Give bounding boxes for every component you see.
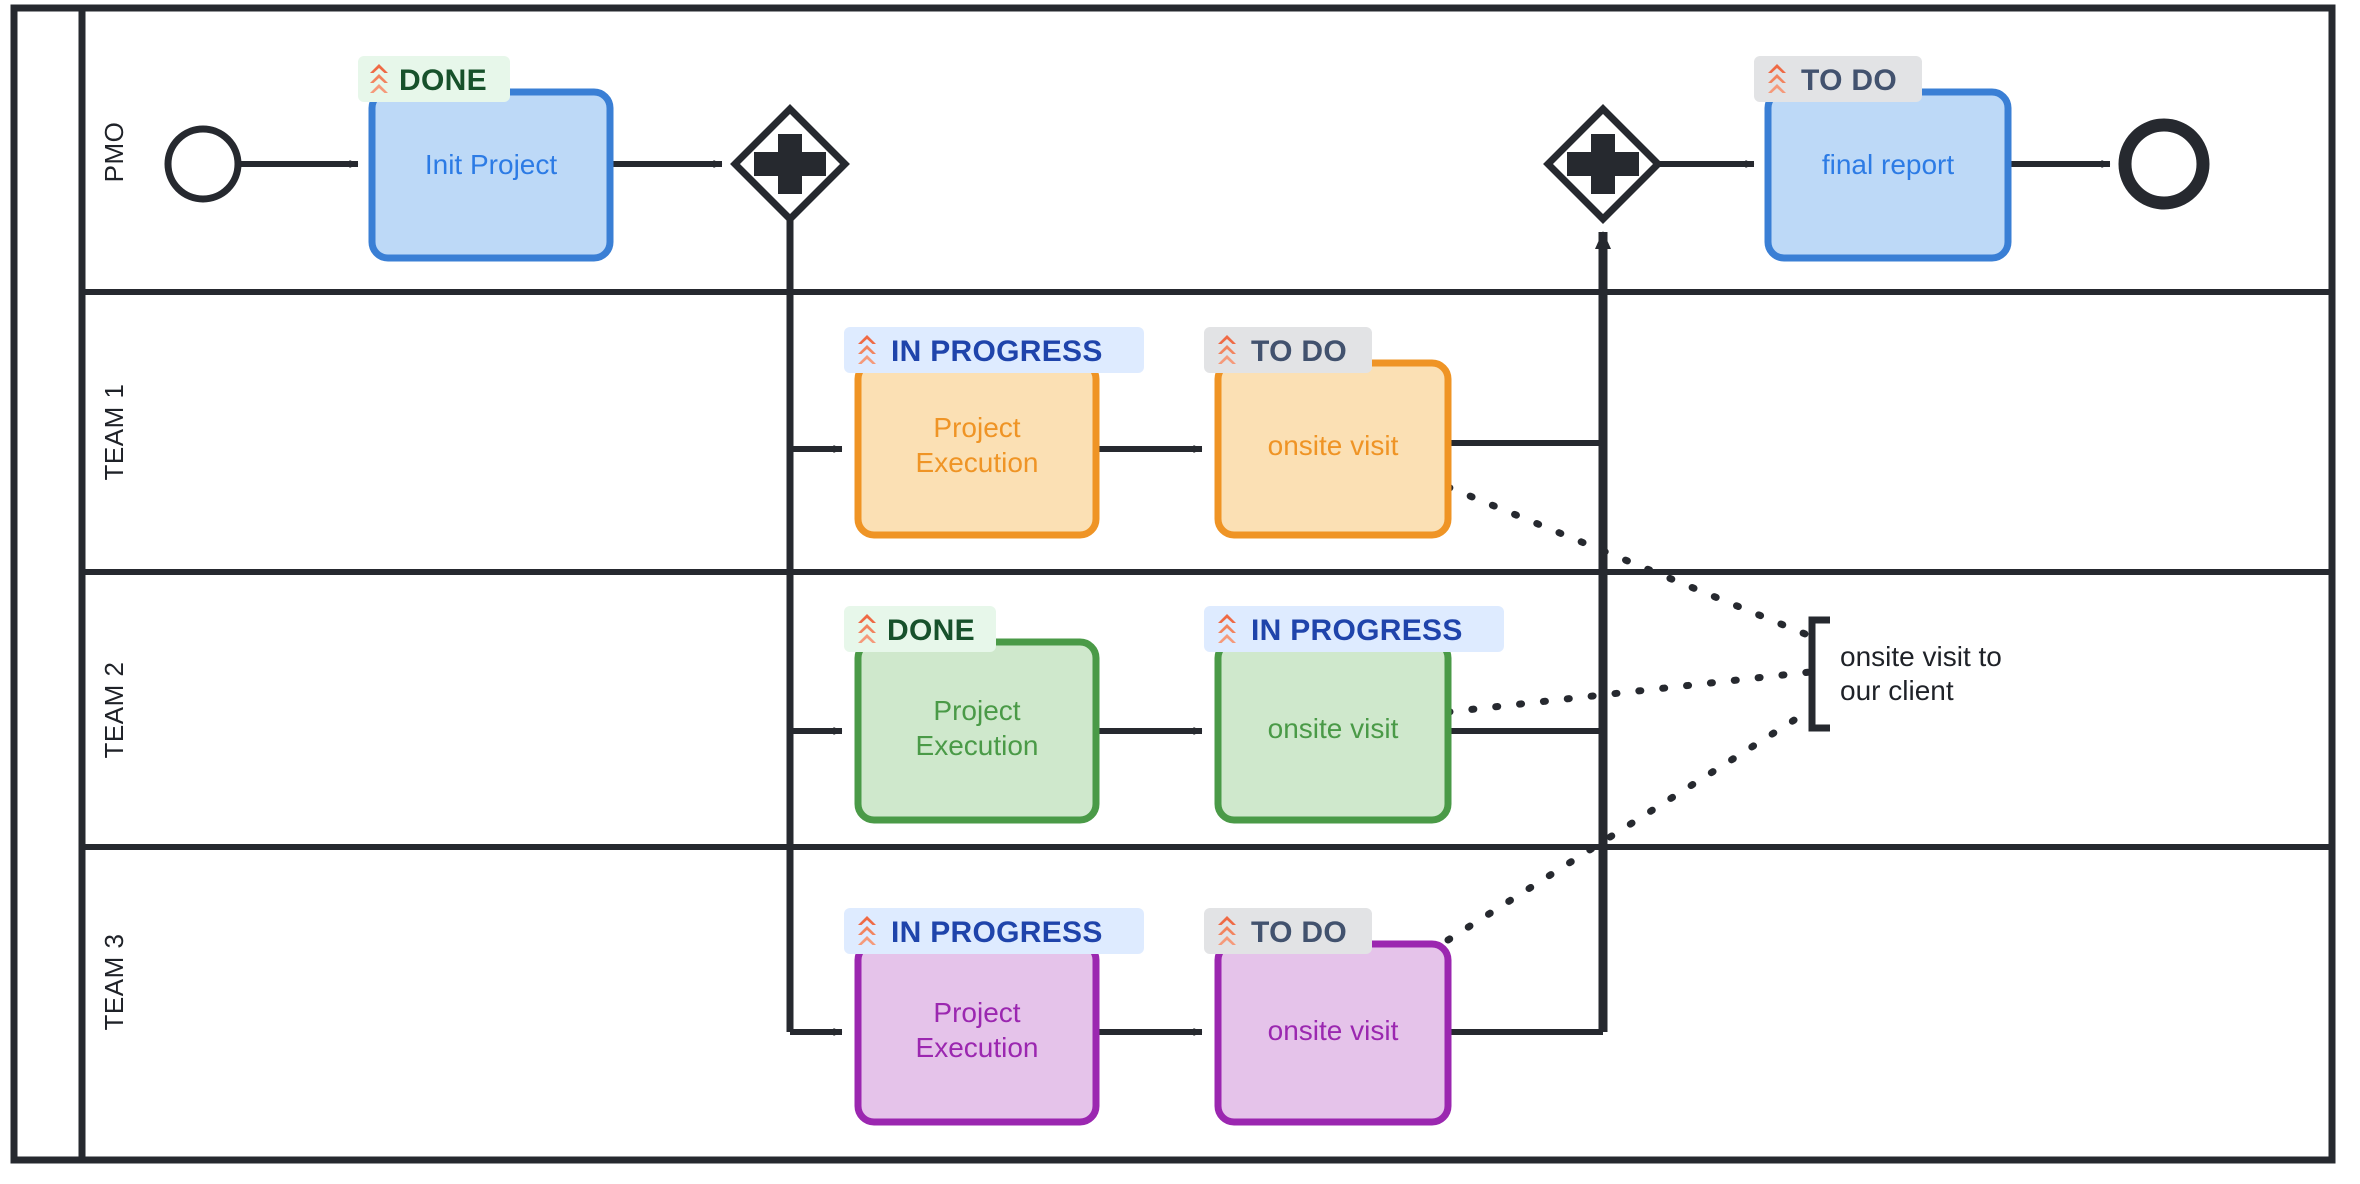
status-badge: TO DO	[1204, 327, 1372, 373]
association-team1-onsite	[1444, 483, 1814, 640]
status-badge-label: IN PROGRESS	[891, 916, 1103, 949]
status-badge-bg	[358, 56, 510, 102]
status-badge-label: DONE	[399, 64, 487, 97]
task-label-line-1: Project	[933, 695, 1020, 726]
task-final-report[interactable]: final report TO DO	[1754, 56, 2012, 262]
task-team2-execution[interactable]: Project Execution DONE	[844, 606, 1100, 824]
lane-label-pmo: PMO	[99, 122, 129, 183]
status-badge: IN PROGRESS	[844, 908, 1144, 954]
status-badge-label: IN PROGRESS	[891, 335, 1103, 368]
task-label: onsite visit	[1268, 430, 1399, 461]
annotation-line-2: our client	[1840, 675, 1954, 706]
join-gateway[interactable]	[1543, 104, 1663, 224]
lane-label-team3: TEAM 3	[99, 934, 129, 1031]
status-badge-bg	[1754, 56, 1922, 102]
task-init-project[interactable]: Init Project DONE	[358, 56, 614, 262]
status-badge-label: TO DO	[1801, 64, 1897, 97]
task-label-line-2: Execution	[916, 447, 1039, 478]
start-event[interactable]	[164, 125, 242, 203]
parallel-gateway-plus-icon	[1567, 134, 1639, 194]
task-label: Init Project	[425, 149, 557, 180]
task-label-line-2: Execution	[916, 1032, 1039, 1063]
status-badge-bg	[1204, 327, 1372, 373]
status-badge-label: DONE	[887, 614, 975, 647]
status-badge: IN PROGRESS	[844, 327, 1144, 373]
annotation-line-1: onsite visit to	[1840, 641, 2002, 672]
parallel-gateway-plus-icon	[754, 134, 826, 194]
split-gateway[interactable]	[730, 104, 850, 224]
task-label-line-1: Project	[933, 412, 1020, 443]
task-team3-onsite[interactable]: onsite visit TO DO	[1204, 908, 1452, 1126]
task-label: onsite visit	[1268, 713, 1399, 744]
status-badge-bg	[1204, 908, 1372, 954]
task-team1-execution[interactable]: Project Execution IN PROGRESS	[844, 327, 1144, 539]
associations	[1444, 483, 1814, 944]
status-badge: DONE	[844, 606, 996, 652]
annotation-bracket	[1808, 616, 1830, 732]
task-label: final report	[1822, 149, 1955, 180]
status-badge-label: IN PROGRESS	[1251, 614, 1463, 647]
status-badge: TO DO	[1754, 56, 1922, 102]
task-label-line-1: Project	[933, 997, 1020, 1028]
lane-label-team2: TEAM 2	[99, 662, 129, 759]
lane-label-team1: TEAM 1	[99, 384, 129, 481]
association-team3-onsite	[1444, 706, 1814, 944]
task-label-line-2: Execution	[916, 730, 1039, 761]
task-team1-onsite[interactable]: onsite visit TO DO	[1204, 327, 1452, 539]
sequence-flows	[240, 160, 2111, 1036]
onsite-visit-annotation: onsite visit to our client	[1808, 616, 2002, 732]
status-badge: TO DO	[1204, 908, 1372, 954]
status-badge-bg	[844, 606, 996, 652]
status-badge-bg	[844, 908, 1144, 954]
task-team2-onsite[interactable]: onsite visit IN PROGRESS	[1204, 606, 1504, 824]
status-badge-label: TO DO	[1251, 335, 1347, 368]
end-event[interactable]	[2118, 118, 2210, 210]
status-badge-bg	[844, 327, 1144, 373]
task-team3-execution[interactable]: Project Execution IN PROGRESS	[844, 908, 1144, 1126]
status-badge-bg	[1204, 606, 1504, 652]
status-badge-label: TO DO	[1251, 916, 1347, 949]
status-badge: IN PROGRESS	[1204, 606, 1504, 652]
status-badge: DONE	[358, 56, 510, 102]
task-label: onsite visit	[1268, 1015, 1399, 1046]
